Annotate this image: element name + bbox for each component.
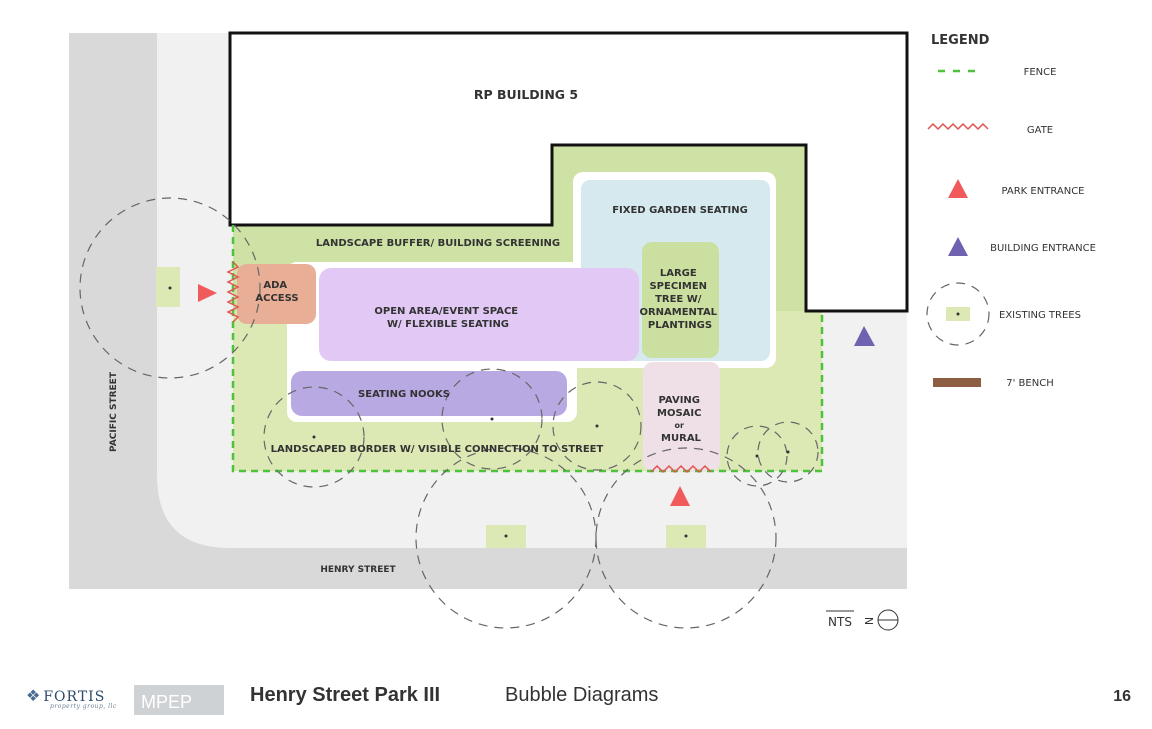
page-subtitle: Bubble Diagrams (505, 684, 659, 706)
seating-nooks-label: SEATING NOOKS (358, 389, 450, 400)
legend-bench-label: 7' BENCH (1006, 378, 1053, 389)
legend-park-entrance-label: PARK ENTRANCE (1002, 186, 1085, 197)
ada-label: ADA ACCESS (255, 280, 298, 304)
legend-gate-label: GATE (1027, 125, 1053, 136)
footer: ❖FORTIS property group, llc MPEP Henry S… (0, 676, 1152, 716)
tree-pit (156, 267, 180, 307)
building-entrance-icon (854, 326, 875, 346)
legend-park-entrance-icon (948, 179, 968, 198)
legend-bench-icon (933, 378, 981, 387)
tree-canopy (595, 447, 777, 629)
tree-canopy (441, 368, 543, 470)
tree-canopy (415, 447, 597, 629)
tree-canopy (552, 381, 642, 471)
legend-building-entrance-icon (948, 237, 968, 256)
page-number: 16 (1113, 688, 1131, 705)
tree-trunk (684, 534, 688, 538)
park-entrance-south-icon (670, 486, 690, 506)
paving-mosaic-zone (643, 362, 720, 472)
rp-building-5 (228, 31, 909, 313)
open-area-zone (319, 268, 639, 361)
open-area-label: OPEN AREA/EVENT SPACE W/ FLEXIBLE SEATIN… (374, 306, 521, 330)
specimen-tree-label: LARGE SPECIMEN TREE W/ ORNAMENTAL PLANTI… (639, 268, 720, 331)
landscape-buffer-label: LANDSCAPE BUFFER/ BUILDING SCREENING (316, 238, 560, 249)
fixed-seating-label: FIXED GARDEN SEATING (612, 205, 748, 216)
mpep-logo: MPEP (134, 685, 224, 715)
tree-trunk (312, 435, 316, 439)
legend-tree-icon (926, 282, 990, 346)
fortis-logo: ❖FORTIS property group, llc (26, 686, 116, 710)
ada-access-zone (237, 264, 316, 324)
legend-tree-trunk-icon (956, 312, 960, 316)
gate-west (226, 261, 240, 323)
tree-canopy (79, 197, 261, 379)
fortis-logo-text: FORTIS (43, 689, 106, 705)
nts-label: NTS (828, 615, 852, 629)
henry-street-label: HENRY STREET (320, 565, 396, 575)
gate-south (650, 464, 712, 474)
tree-trunk (786, 450, 790, 454)
fortis-logo-subtext: property group, llc (50, 703, 117, 710)
fortis-diamond-icon: ❖ (26, 686, 42, 705)
specimen-tree-zone (642, 242, 719, 358)
tree-trunk (490, 417, 494, 421)
fence-line (231, 225, 824, 473)
north-letter: N (863, 617, 876, 625)
tree-canopy (263, 386, 365, 488)
tree-trunk (755, 454, 759, 458)
park-entrance-west-icon (198, 284, 217, 302)
tree-trunk (595, 424, 599, 428)
legend-title: LEGEND (931, 33, 990, 48)
legend-trees-label: EXISTING TREES (999, 310, 1081, 321)
tree-canopy (757, 421, 819, 483)
legend-gate-icon (927, 122, 989, 131)
tree-trunk (504, 534, 508, 538)
paving-label: PAVING MOSAIC or MURAL (657, 395, 705, 444)
tree-trunk (168, 286, 172, 290)
pacific-street-label: PACIFIC STREET (109, 371, 119, 452)
seating-nooks-zone (291, 371, 567, 416)
landscaped-border-label: LANDSCAPED BORDER W/ VISIBLE CONNECTION … (271, 444, 604, 455)
tree-canopy (726, 425, 788, 487)
building-label: RP BUILDING 5 (474, 87, 578, 102)
legend-fence-label: FENCE (1024, 67, 1057, 78)
legend-building-entrance-label: BUILDING ENTRANCE (990, 243, 1096, 254)
page-title: Henry Street Park III (250, 684, 441, 706)
